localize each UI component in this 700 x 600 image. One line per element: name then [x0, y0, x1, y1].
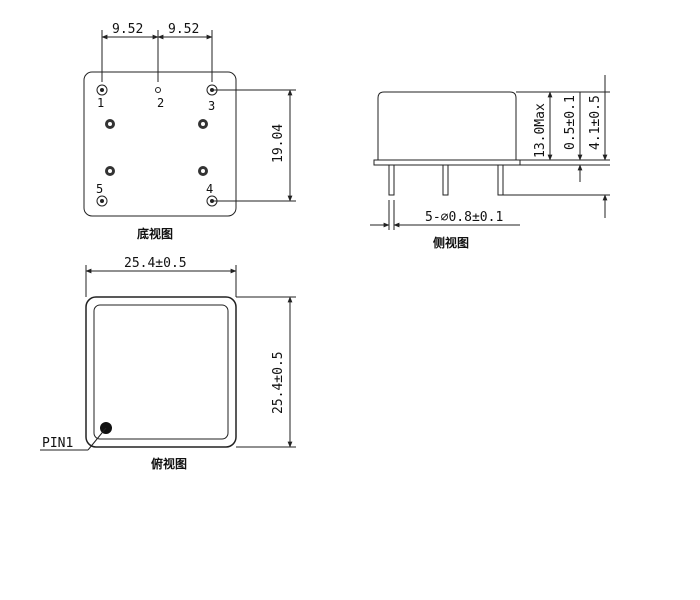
side-view: 13.0Max 0.5±0.1 4.1±0.5 5-⌀0.8±0.1 侧视图 [370, 75, 610, 250]
pin-3-label: 3 [208, 99, 215, 113]
top-view-title: 俯视图 [151, 456, 187, 471]
top-height-label: 25.4±0.5 [271, 351, 286, 414]
pin-4-label: 4 [206, 182, 213, 196]
bottom-view: 9.52 9.52 19.04 [83, 22, 296, 241]
pin-2-label: 2 [157, 96, 164, 110]
standoff-mark [198, 166, 208, 176]
pin1-label: PIN1 [42, 436, 73, 451]
height-max-label: 13.0Max [533, 103, 548, 158]
bottom-view-title: 底视图 [137, 226, 173, 241]
side-pin-mid [442, 164, 449, 196]
pin-3 [206, 84, 218, 96]
side-view-flange [373, 159, 521, 166]
top-width-label: 25.4±0.5 [124, 256, 187, 271]
standoff-mark [105, 119, 115, 129]
pin-1-label: 1 [97, 96, 104, 110]
pin-diameter-label: 5-⌀0.8±0.1 [425, 210, 503, 225]
pin-length-label: 4.1±0.5 [588, 95, 603, 150]
side-pin-right [497, 164, 504, 196]
pin-4 [206, 195, 218, 207]
top-view: 25.4±0.5 25.4±0.5 PIN1 俯视图 [40, 256, 296, 471]
standoff-label: 0.5±0.1 [563, 95, 578, 150]
pin-5 [96, 195, 108, 207]
standoff-mark [105, 166, 115, 176]
standoff-mark [198, 119, 208, 129]
top-view-body-inner [93, 304, 229, 440]
pin-1 [96, 84, 108, 96]
side-pin-left [388, 164, 395, 196]
side-view-body [377, 91, 517, 160]
pin-spacing-vertical-label: 19.04 [271, 124, 286, 163]
side-view-title: 侧视图 [433, 235, 469, 250]
top-view-body-outer [85, 296, 237, 448]
pitch-right-label: 9.52 [168, 22, 199, 37]
pitch-left-label: 9.52 [112, 22, 143, 37]
pin-5-label: 5 [96, 182, 103, 196]
pin-2 [155, 87, 161, 93]
bottom-view-body [83, 71, 237, 217]
